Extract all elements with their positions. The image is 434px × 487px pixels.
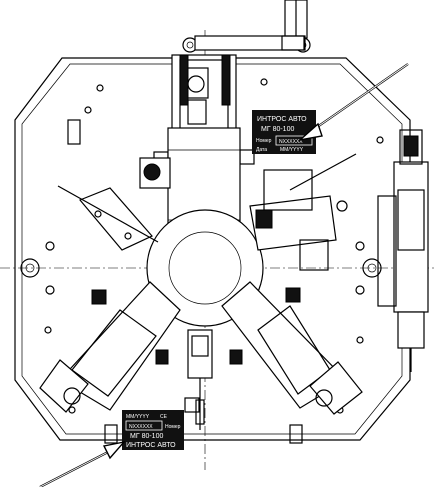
top-plate-serial: NXXXXXX [279,139,303,145]
bottom-plate-serial-label: Номер [165,424,181,430]
right-upper-arm [249,153,357,271]
lower-left-arm [39,281,181,413]
nameplate-top: ИНТРОС АВТО МГ 80-100 Номер NXXXXXX Дата… [252,110,316,154]
top-plate-serial-label: Номер [256,138,272,144]
lower-right-arm [221,281,363,415]
top-plate-manufacturer: ИНТРОС АВТО [257,116,307,123]
bottom-plate-date: MM/YYYY [126,414,150,420]
bottom-lever [187,329,213,430]
arrow-top [297,63,409,142]
bottom-plate-serial: NXXXXXX [129,424,153,430]
top-plate-model: МГ 80-100 [261,126,294,133]
machine-body [14,57,411,441]
top-plate-date: MM/YYYY [280,147,304,153]
arrow-bottom [39,440,126,487]
top-lever [194,0,308,51]
mounting-holes [20,37,384,414]
bottom-plate-manufacturer: ИНТРОС АВТО [126,442,176,449]
side-cylinder [377,129,429,372]
left-upper-arm [57,157,171,251]
bottom-plate-model: МГ 80-100 [130,433,163,440]
top-plate-date-label: Дата [256,147,267,153]
bottom-plate-cert: СЕ [160,414,168,420]
nameplate-bottom: MM/YYYY СЕ NXXXXXX Номер МГ 80-100 ИНТРО… [122,410,184,450]
